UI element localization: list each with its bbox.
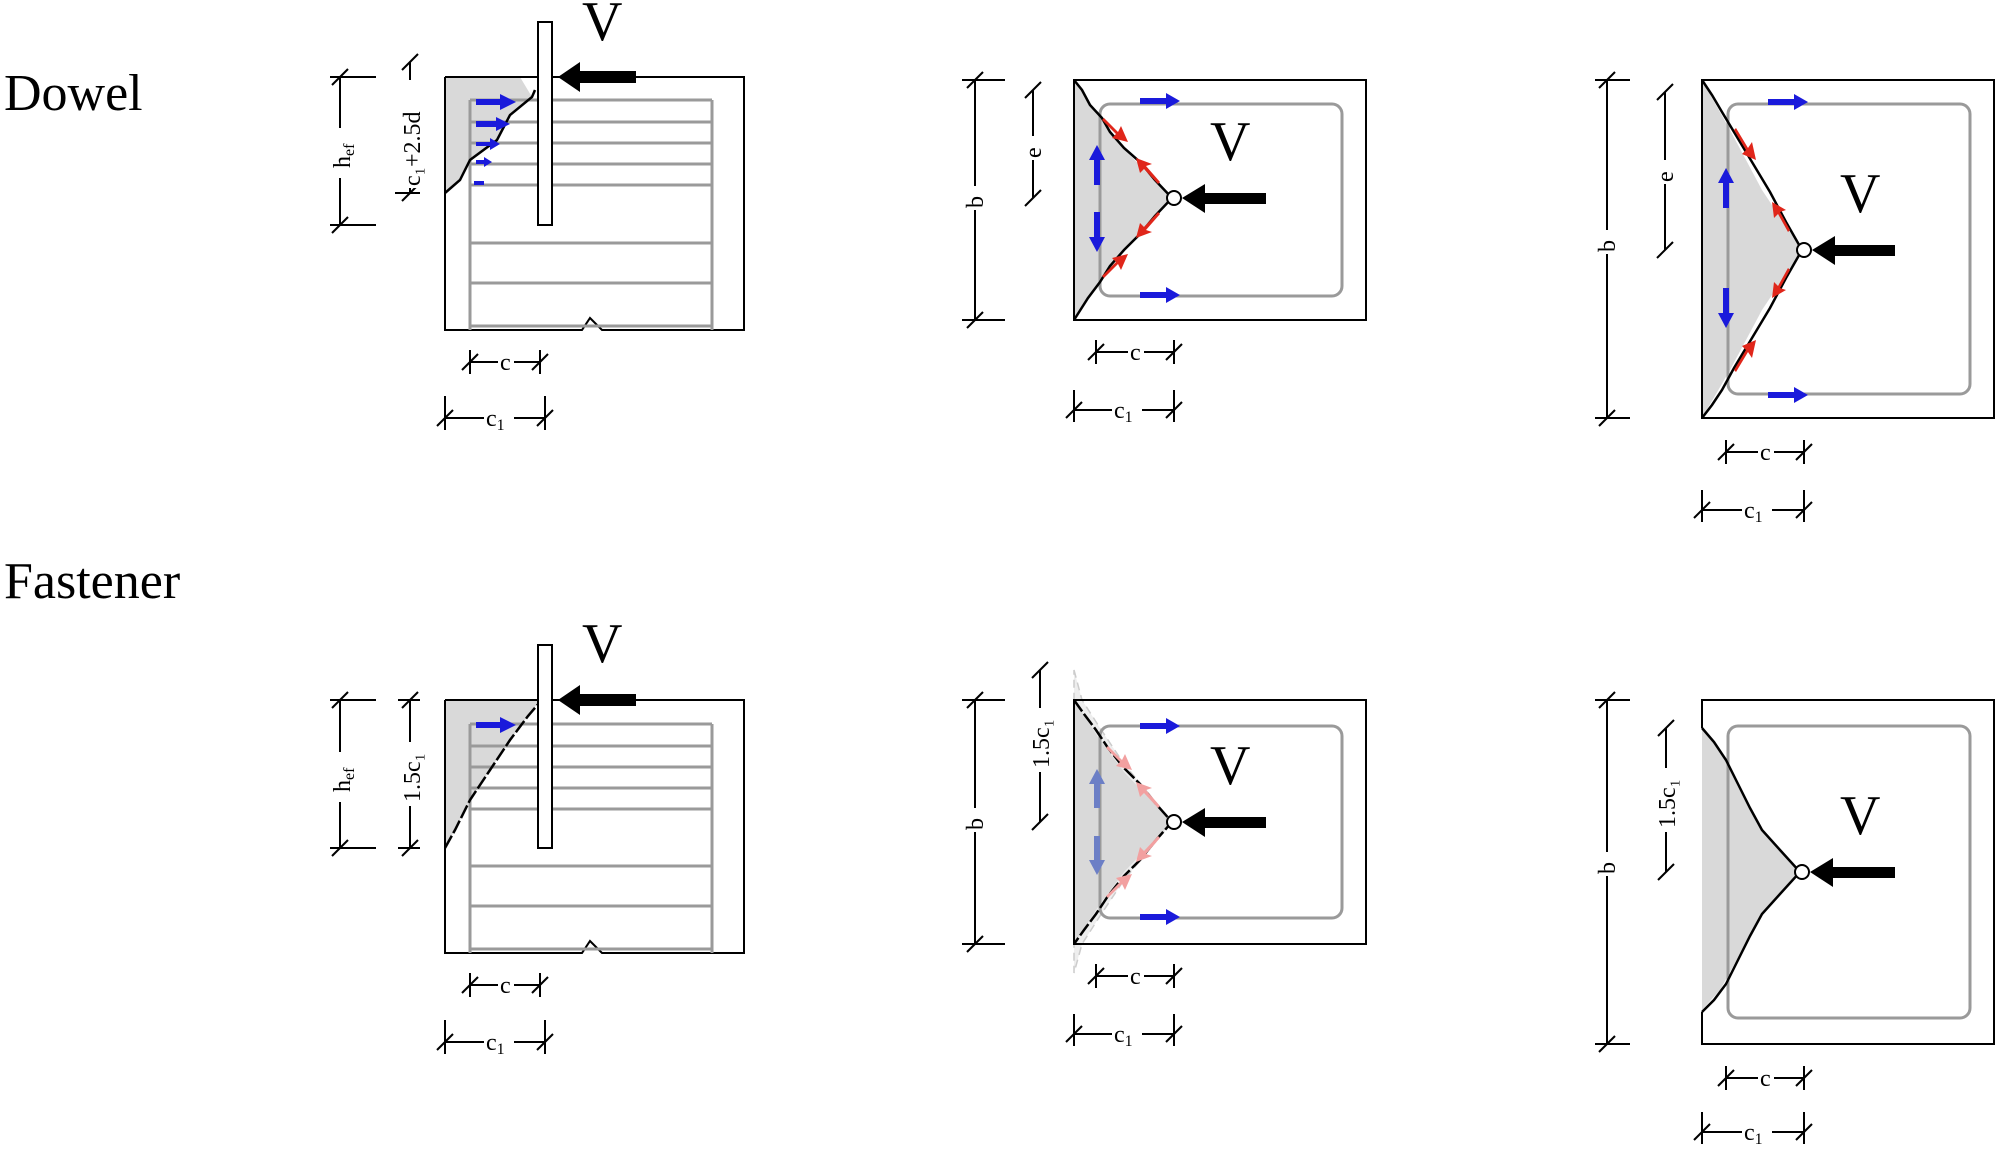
c-label: c xyxy=(1130,964,1141,990)
crack-line xyxy=(443,701,541,849)
load-arrow xyxy=(558,685,636,715)
b-label: b xyxy=(963,818,989,830)
force-label: V xyxy=(1210,111,1250,173)
ratio-label: 1.5c₁ xyxy=(1029,719,1055,768)
panel-fastener-section: V hef 1.5c₁ c xyxy=(326,613,745,1058)
load-arrow xyxy=(1182,808,1266,837)
panel-dowel-section: V hef c₁+2.5d xyxy=(326,0,745,434)
tension-arrows xyxy=(1718,94,1808,403)
anchor-point xyxy=(1796,242,1812,258)
dim-c xyxy=(461,350,549,374)
anchor-point xyxy=(1794,864,1810,880)
c-label: c xyxy=(500,350,511,376)
concrete-outline xyxy=(1701,699,1995,1045)
tension-arrows xyxy=(1089,93,1180,303)
stirrup xyxy=(1726,102,1972,396)
breakout-zone xyxy=(1074,80,1172,320)
b-label: b xyxy=(963,196,989,208)
c-label: c xyxy=(1130,340,1141,366)
dowel-bar xyxy=(537,21,553,226)
breakout-zone xyxy=(1074,700,1172,944)
dim-c xyxy=(1717,440,1813,464)
stirrup xyxy=(1098,724,1344,920)
load-arrow xyxy=(1182,184,1266,213)
compression-arrows-faded xyxy=(1106,746,1160,898)
concrete-outline xyxy=(1701,79,1995,419)
anchor-point xyxy=(1166,190,1182,206)
breakout-zone xyxy=(1702,728,1800,1010)
force-label: V xyxy=(582,613,622,675)
stirrup xyxy=(1098,102,1344,298)
force-label: V xyxy=(582,0,622,53)
e-label: e xyxy=(1653,171,1679,182)
load-arrow xyxy=(558,62,636,92)
dim-hef xyxy=(330,691,376,857)
concrete-outline xyxy=(444,699,745,954)
anchor-point xyxy=(1166,814,1182,830)
concrete-outline xyxy=(1073,79,1367,321)
panel-dowel-plan-wide: V b e c xyxy=(1594,71,1995,526)
c-label: c xyxy=(1760,440,1771,466)
stirrup xyxy=(1726,724,1972,1020)
breakout-zone xyxy=(445,77,532,193)
tension-arrows-faded xyxy=(1089,769,1105,875)
breakout-zone xyxy=(1702,80,1802,418)
rebar-grid xyxy=(468,98,714,330)
force-label: V xyxy=(1840,785,1880,847)
ratio-label-dowel: c₁+2.5d xyxy=(400,111,426,186)
compression-arrows xyxy=(1102,118,1160,278)
force-label: V xyxy=(1210,735,1250,797)
b-label: b xyxy=(1595,862,1621,874)
crack-line xyxy=(444,89,537,194)
concrete-outline xyxy=(1073,699,1367,945)
panel-dowel-plan-thin: V b e c xyxy=(962,71,1367,426)
b-label: b xyxy=(1595,240,1621,252)
load-arrow xyxy=(1810,858,1895,887)
c-label: c xyxy=(500,973,511,999)
panel-fastener-plan-thin: V b 1.5c₁ c xyxy=(962,661,1367,1050)
row-title-fastener: Fastener xyxy=(4,553,181,610)
concrete-outline xyxy=(444,76,745,331)
load-arrow xyxy=(1812,236,1895,265)
tension-arrows xyxy=(1140,718,1180,925)
ratio-label: 1.5c₁ xyxy=(1655,779,1681,828)
c-label: c xyxy=(1760,1066,1771,1092)
force-label: V xyxy=(1840,163,1880,225)
ratio-label-fastener: 1.5c₁ xyxy=(400,753,426,802)
row-title-dowel: Dowel xyxy=(4,65,143,122)
tension-arrow xyxy=(476,717,516,733)
rebar-grid xyxy=(468,722,714,953)
compression-arrows xyxy=(1734,128,1790,372)
tension-arrows xyxy=(474,94,516,185)
fastener-bar xyxy=(537,644,553,849)
e-label: e xyxy=(1021,147,1047,158)
panel-fastener-plan-wide: V b 1.5c₁ c xyxy=(1594,691,1995,1148)
